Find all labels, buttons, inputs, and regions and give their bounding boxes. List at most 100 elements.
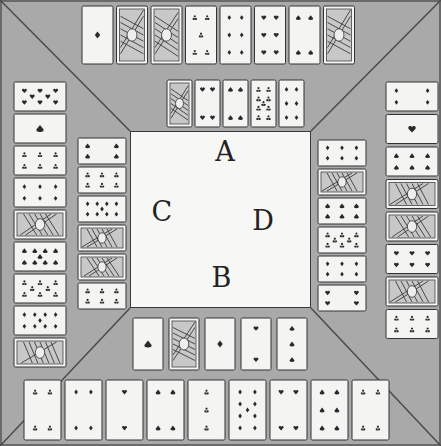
suit-pip — [205, 50, 210, 55]
suit-pip — [253, 390, 257, 395]
suit-pip — [238, 402, 242, 407]
card-face — [270, 380, 307, 440]
court-figure-hatching — [121, 29, 144, 42]
suit-pip — [274, 16, 279, 20]
card-face — [133, 318, 163, 370]
suit-pip — [122, 390, 127, 394]
card-face — [318, 198, 366, 224]
suit-pip — [261, 50, 266, 54]
playing-card — [270, 380, 307, 440]
card-face — [14, 306, 66, 335]
suit-pip — [290, 342, 295, 347]
court-figure-hatching — [173, 328, 195, 361]
court-figure-frame — [170, 83, 189, 124]
suit-pip — [240, 33, 244, 38]
suit-pip — [320, 390, 325, 395]
playing-card — [251, 80, 276, 127]
suit-pip — [355, 145, 359, 150]
suit-pip — [293, 390, 298, 394]
card-face — [14, 210, 66, 239]
suit-pip — [46, 286, 51, 291]
playing-card — [167, 80, 192, 127]
suit-pip — [333, 238, 338, 243]
playing-card — [318, 198, 366, 224]
card-face — [106, 380, 143, 440]
suit-pip — [279, 390, 284, 394]
suit-pip — [354, 232, 359, 237]
suit-pip — [410, 165, 415, 170]
diagonal-divider — [311, 308, 441, 446]
playing-card — [386, 245, 438, 274]
suit-pip — [253, 426, 257, 431]
suit-pip — [114, 288, 119, 293]
playing-card — [78, 138, 126, 164]
suit-pip — [170, 426, 175, 431]
card-face — [14, 274, 66, 303]
playing-card — [14, 338, 66, 367]
suit-pip — [334, 426, 339, 431]
playing-card — [14, 242, 66, 271]
court-figure-hatching — [407, 281, 418, 302]
suit-pip — [210, 87, 215, 91]
playing-card — [78, 167, 126, 193]
suit-pip — [105, 201, 109, 206]
suit-pip — [38, 196, 42, 201]
suit-pip — [240, 50, 244, 55]
suit-pip — [32, 260, 37, 265]
suit-pip — [238, 414, 242, 419]
suit-pip — [114, 143, 119, 148]
suit-pip — [228, 87, 233, 92]
card-face — [386, 180, 438, 209]
playing-card — [205, 318, 235, 370]
suit-pip — [355, 261, 359, 266]
suit-pip — [114, 183, 119, 188]
court-figure-hatching — [121, 16, 144, 54]
court-figure-head — [334, 29, 344, 41]
suit-pip — [238, 115, 243, 120]
card-face — [14, 114, 66, 143]
card-face — [14, 146, 66, 175]
playing-card — [386, 82, 438, 111]
card-face — [78, 167, 126, 193]
court-figure-hatching — [392, 216, 423, 237]
court-figure-head — [338, 177, 346, 187]
card-face — [311, 380, 348, 440]
suit-pip — [170, 390, 175, 395]
playing-card — [386, 310, 438, 339]
player-letter: C — [151, 198, 172, 225]
court-figure-hatching — [171, 86, 188, 113]
suit-pip — [256, 96, 261, 101]
card-face — [318, 256, 366, 282]
suit-pip — [394, 165, 399, 170]
suit-pip — [36, 125, 43, 132]
court-figure-head — [98, 233, 106, 243]
card-face — [205, 318, 235, 370]
suit-pip — [266, 87, 271, 92]
playing-card — [220, 6, 251, 64]
court-figure-frame — [120, 9, 145, 61]
suit-pip — [340, 261, 344, 266]
court-figure-frame — [389, 183, 435, 206]
court-figure-frame — [389, 280, 435, 303]
player-letter: D — [252, 207, 274, 234]
suit-pip — [261, 16, 266, 20]
suit-pip — [355, 156, 359, 161]
suit-pip — [238, 426, 242, 431]
card-face — [169, 318, 199, 370]
suit-pip — [30, 286, 35, 291]
suit-pip — [254, 326, 259, 330]
suit-pip — [354, 214, 359, 219]
suit-pip — [320, 408, 325, 413]
center-square: ACDB — [130, 131, 311, 308]
playing-card — [318, 256, 366, 282]
suit-pip — [295, 101, 299, 106]
suit-pip — [325, 301, 330, 305]
suit-pip — [296, 15, 301, 20]
court-figure-hatching — [173, 339, 195, 350]
suit-pip — [354, 203, 359, 208]
card-face — [386, 147, 438, 176]
playing-card — [14, 82, 66, 111]
suit-pip — [376, 426, 381, 431]
suit-pip — [410, 263, 415, 267]
